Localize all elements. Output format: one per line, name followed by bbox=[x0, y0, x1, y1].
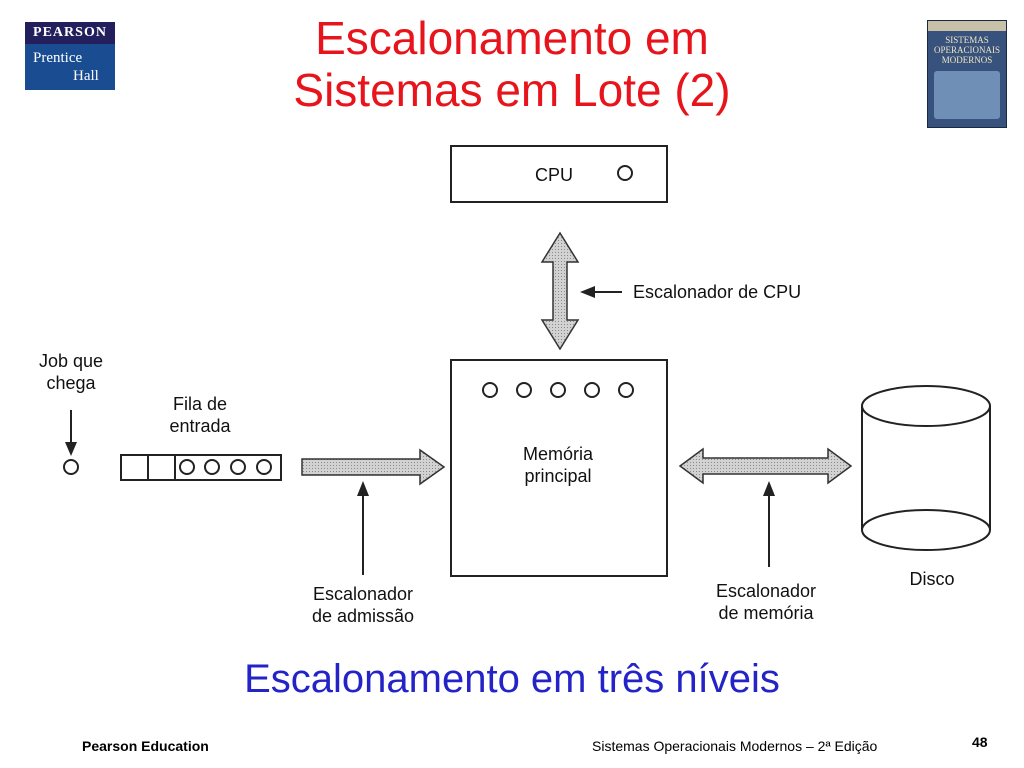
admission-scheduler-label: Escalonador de admissão bbox=[298, 583, 428, 627]
memory-disk-double-arrow bbox=[678, 447, 853, 485]
cpu-memory-double-arrow bbox=[540, 231, 580, 351]
book-cover-band bbox=[928, 21, 1006, 31]
cpu-scheduler-label: Escalonador de CPU bbox=[633, 282, 802, 302]
arriving-job-circle bbox=[63, 459, 79, 475]
memory-scheduler-label: Escalonador de memória bbox=[701, 580, 831, 624]
disk-cylinder-inner-edge bbox=[861, 509, 991, 531]
admission-scheduler-pointer-head bbox=[357, 481, 369, 496]
arriving-job-label-line-1: Job que bbox=[38, 351, 104, 371]
memory-process-circle bbox=[584, 382, 600, 398]
book-cover-title-line-3: MODERNOS bbox=[941, 55, 993, 65]
admission-scheduler-label-line-1: Escalonador bbox=[312, 584, 414, 604]
footer-book-title: Sistemas Operacionais Modernos – 2ª Ediç… bbox=[592, 738, 878, 754]
memory-process-circle bbox=[482, 382, 498, 398]
queued-job-circle bbox=[256, 459, 272, 475]
main-memory-label-line-1: Memória bbox=[522, 444, 593, 464]
arriving-job-label-line-2: chega bbox=[46, 373, 96, 393]
arriving-job-label: Job que chega bbox=[25, 350, 117, 394]
memory-process-circle bbox=[516, 382, 532, 398]
slide-title-line-1: Escalonamento em bbox=[315, 12, 709, 64]
disk-label: Disco bbox=[909, 569, 955, 589]
pearson-prentice-hall-logo: PEARSON Prentice Hall bbox=[25, 22, 115, 90]
book-cover-title-line-1: SISTEMAS bbox=[945, 35, 989, 45]
input-queue-label-line-1: Fila de bbox=[172, 394, 228, 414]
slide-title-line-2: Sistemas em Lote (2) bbox=[293, 64, 731, 116]
memory-scheduler-pointer-head bbox=[763, 481, 775, 496]
arriving-job-pointer-head bbox=[65, 442, 77, 456]
disk-cylinder bbox=[861, 406, 991, 551]
admission-scheduler-label-line-2: de admissão bbox=[311, 606, 415, 626]
cpu-label: CPU bbox=[535, 165, 574, 185]
disk-cylinder-top bbox=[861, 385, 991, 427]
logo-brand: PEARSON bbox=[25, 22, 115, 44]
memory-process-circle bbox=[550, 382, 566, 398]
cpu-scheduler-pointer-head bbox=[580, 286, 595, 298]
queued-job-circle bbox=[230, 459, 246, 475]
main-memory-label-line-2: principal bbox=[524, 466, 592, 486]
queued-job-circle bbox=[179, 459, 195, 475]
main-memory-label: Memória principal bbox=[498, 443, 618, 487]
book-cover-artwork bbox=[934, 71, 1000, 119]
logo-line-2: Hall bbox=[73, 68, 99, 84]
memory-process-circle bbox=[618, 382, 634, 398]
queued-job-circle bbox=[204, 459, 220, 475]
memory-scheduler-label-line-1: Escalonador bbox=[715, 581, 817, 601]
logo-line-1: Prentice bbox=[33, 50, 83, 66]
cpu-process-circle bbox=[617, 165, 633, 181]
slide-page-number: 48 bbox=[972, 734, 988, 750]
book-cover-image: SISTEMAS OPERACIONAIS MODERNOS bbox=[927, 20, 1007, 128]
queue-to-memory-arrow bbox=[301, 448, 446, 486]
footer-publisher: Pearson Education bbox=[82, 738, 209, 754]
input-queue-label-line-2: entrada bbox=[169, 416, 231, 436]
memory-scheduler-label-line-2: de memória bbox=[718, 603, 814, 623]
slide-title: Escalonamento em Sistemas em Lote (2) bbox=[200, 12, 824, 116]
slide-subtitle: Escalonamento em três níveis bbox=[244, 657, 780, 701]
book-cover-title-line-2: OPERACIONAIS bbox=[933, 45, 1000, 55]
book-cover-title: SISTEMAS OPERACIONAIS MODERNOS bbox=[931, 35, 1003, 65]
input-queue-label: Fila de entrada bbox=[150, 393, 250, 437]
